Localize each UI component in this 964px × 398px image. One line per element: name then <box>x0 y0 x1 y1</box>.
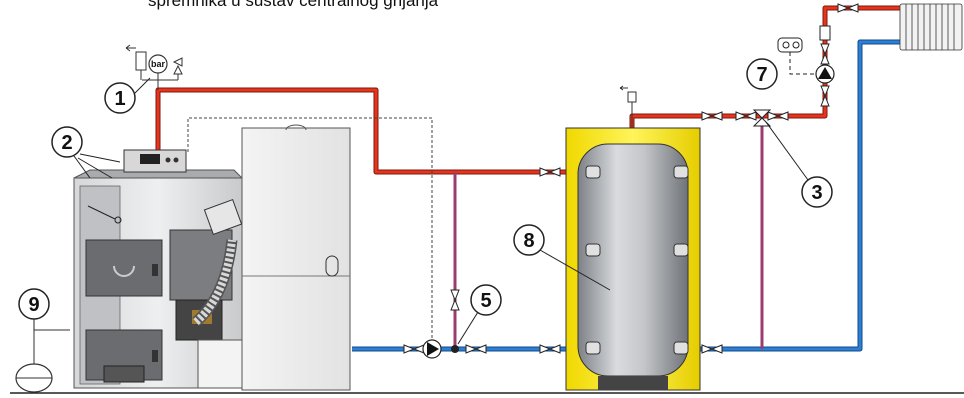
safety-group: bar <box>125 44 183 90</box>
diagram-caption: spremnika u sustav centralnog grijanja <box>148 0 439 10</box>
callout-8: 8 <box>513 224 611 291</box>
buffer-tank <box>565 85 701 391</box>
return-pump <box>422 339 459 359</box>
callout-9: 9 <box>18 288 50 330</box>
callout-2-label: 2 <box>61 132 72 154</box>
radiator <box>899 3 963 51</box>
callout-1: 1 <box>104 77 151 114</box>
callout-9-label: 9 <box>28 294 39 316</box>
callout-7-label: 7 <box>756 64 767 86</box>
expansion-vessel <box>15 329 70 393</box>
pellet-silo <box>241 124 351 391</box>
control-cable <box>187 117 433 349</box>
heating-pump <box>777 25 835 84</box>
bypass-pipe <box>453 116 764 349</box>
valves <box>403 3 859 354</box>
callout-3: 3 <box>765 121 833 208</box>
gauge-unit: bar <box>151 59 166 69</box>
callout-5: 5 <box>457 284 502 345</box>
callout-5-label: 5 <box>480 290 491 312</box>
callout-1-label: 1 <box>114 88 125 110</box>
callout-8-label: 8 <box>523 230 534 252</box>
callout-2: 2 <box>51 126 121 179</box>
pellet-boiler <box>73 149 245 389</box>
callout-7: 7 <box>746 58 778 90</box>
callout-3-label: 3 <box>811 182 822 204</box>
